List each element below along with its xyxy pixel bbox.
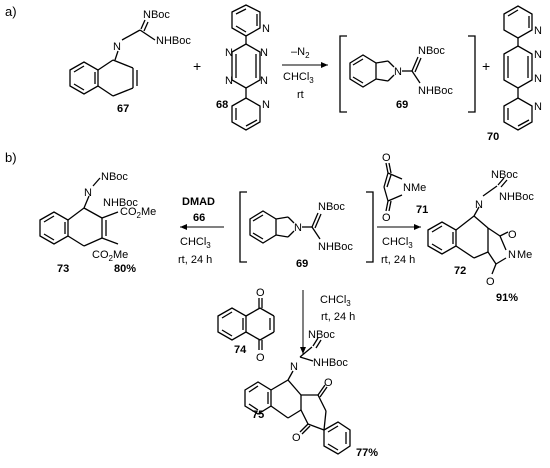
reagent-chcl3: CHCl3 xyxy=(180,236,211,250)
atom-n: N xyxy=(394,66,402,78)
section-a-label: a) xyxy=(5,4,17,19)
compound-73-label: 73 xyxy=(57,263,69,275)
compound-69-structure xyxy=(249,210,322,244)
atom-nme: NMe xyxy=(403,182,426,194)
atom-n: N xyxy=(294,222,302,234)
atom-nboc: NBoc xyxy=(308,329,335,341)
atom-o: O xyxy=(256,287,265,299)
atom-nhboc: NHBoc xyxy=(418,85,453,97)
atom-n: N xyxy=(225,47,233,59)
reagent-chcl3: CHCl3 xyxy=(382,236,413,250)
right-bracket xyxy=(366,191,374,263)
atom-nboc: NBoc xyxy=(418,45,445,57)
atom-n: N xyxy=(260,47,268,59)
atom-nboc: NBoc xyxy=(318,201,345,213)
compound-73-structure xyxy=(39,177,119,247)
yield-73: 80% xyxy=(114,263,136,275)
atom-n: N xyxy=(113,41,121,53)
atom-o: O xyxy=(486,276,495,288)
reagent-dmad: DMAD xyxy=(182,196,215,208)
compound-67-label: 67 xyxy=(117,103,129,115)
compound-68-structure xyxy=(231,4,261,131)
atom-nhboc: NHBoc xyxy=(313,357,348,369)
yield-75: 77% xyxy=(356,447,378,459)
atom-n: N xyxy=(262,99,270,111)
atom-nboc: NBoc xyxy=(101,171,128,183)
atom-nboc: NBoc xyxy=(491,169,518,181)
compound-70-label: 70 xyxy=(487,131,499,143)
compound-66-label: 66 xyxy=(193,212,205,224)
reagent-chcl3: CHCl3 xyxy=(320,294,351,308)
compound-68-label: 68 xyxy=(216,99,228,111)
atom-o: O xyxy=(382,152,391,164)
atom-o: O xyxy=(508,229,517,241)
compound-69-label: 69 xyxy=(296,258,308,270)
atom-n: N xyxy=(534,49,542,61)
plus-sign: + xyxy=(193,58,201,74)
left-bracket xyxy=(239,191,247,263)
atom-n: N xyxy=(262,23,270,35)
compound-75-label: 75 xyxy=(252,409,264,421)
atom-nhboc: NHBoc xyxy=(103,197,138,209)
atom-n-me: NMe xyxy=(508,249,532,261)
atom-n: N xyxy=(534,25,542,37)
compound-69-label: 69 xyxy=(396,99,408,111)
atom-n: N xyxy=(534,101,542,113)
compound-74-label: 74 xyxy=(234,344,247,356)
reagent-rt24: rt, 24 h xyxy=(178,254,212,266)
atom-n: N xyxy=(475,199,483,211)
atom-o: O xyxy=(292,432,301,444)
compound-69-structure xyxy=(349,54,422,88)
plus-sign: + xyxy=(482,58,490,74)
atom-n: N xyxy=(225,75,233,87)
atom-o: O xyxy=(324,377,333,389)
atom-n: N xyxy=(290,361,298,373)
yield-72: 91% xyxy=(496,292,518,304)
compound-71-label: 71 xyxy=(416,204,428,216)
atom-n: N xyxy=(260,75,268,87)
reagent-rt24: rt, 24 h xyxy=(321,311,355,323)
compound-67-structure xyxy=(69,19,156,97)
compound-72-structure xyxy=(427,177,509,275)
compound-71-structure xyxy=(383,162,403,212)
right-bracket xyxy=(468,35,476,113)
left-bracket xyxy=(339,35,347,113)
compound-75-structure xyxy=(244,337,351,455)
reagent-rt: rt xyxy=(297,89,304,101)
reagent-chcl3: CHCl3 xyxy=(283,71,314,85)
atom-co2me: CO2Me xyxy=(120,206,156,220)
reagent-rt24: rt, 24 h xyxy=(381,254,415,266)
compound-70-structure xyxy=(503,5,533,131)
atom-nhboc: NHBoc xyxy=(156,35,191,47)
reagent-minus-n2: –N2 xyxy=(291,46,310,60)
atom-nhboc: NHBoc xyxy=(318,241,353,253)
atom-o: O xyxy=(382,212,391,224)
atom-nboc: NBoc xyxy=(143,9,170,21)
atom-nhboc: NHBoc xyxy=(499,191,534,203)
section-b-label: b) xyxy=(5,150,17,165)
atom-o: O xyxy=(256,352,265,364)
atom-n: N xyxy=(534,73,542,85)
compound-72-label: 72 xyxy=(454,265,466,277)
compound-74-structure xyxy=(217,298,275,350)
atom-co2me: CO2Me xyxy=(92,249,128,263)
atom-n: N xyxy=(84,187,92,199)
